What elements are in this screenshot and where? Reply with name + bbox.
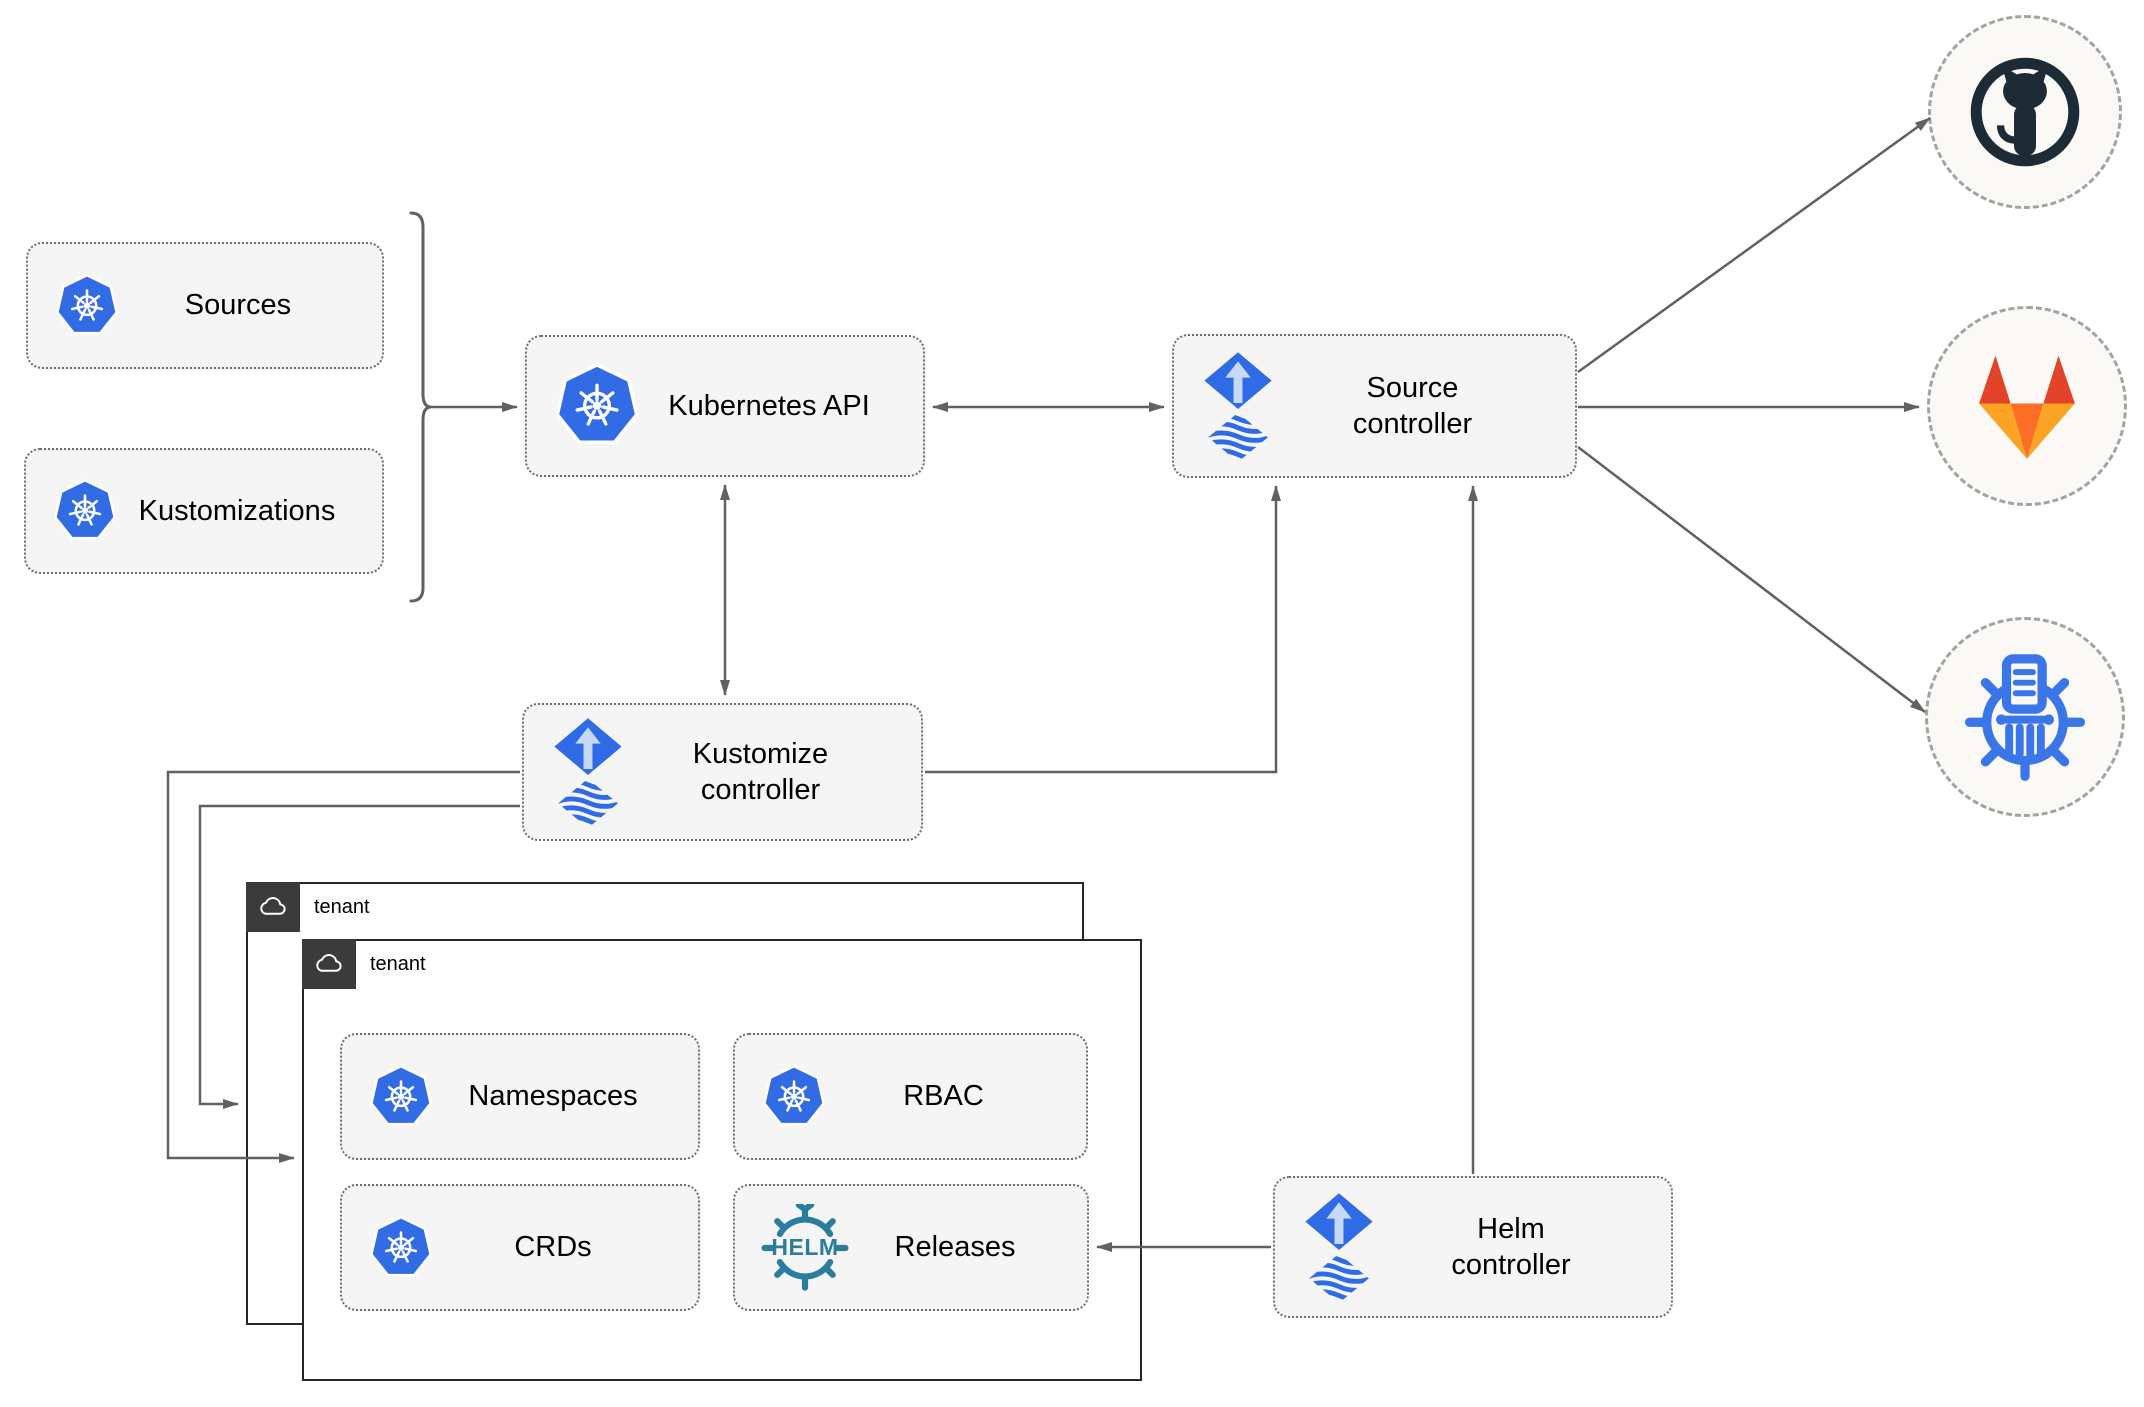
node-kustomize-controller: Kustomize controller bbox=[522, 703, 923, 841]
node-sources: Sources bbox=[26, 242, 384, 369]
node-source-controller: Source controller bbox=[1172, 334, 1577, 478]
flux-icon bbox=[1301, 1191, 1377, 1303]
node-label: RBAC bbox=[903, 1080, 984, 1113]
tenant-chip bbox=[246, 882, 300, 932]
gitlab-icon bbox=[1964, 348, 2090, 464]
flux-icon bbox=[550, 716, 626, 828]
kubernetes-icon bbox=[761, 1065, 827, 1129]
helm-logo-icon: HELM bbox=[761, 1204, 849, 1292]
tenant-chip bbox=[302, 939, 356, 989]
kubernetes-icon bbox=[553, 363, 641, 449]
tenant-label: tenant bbox=[314, 896, 370, 918]
github-icon bbox=[1964, 51, 2086, 173]
tenant-group-front: tenant bbox=[302, 939, 1142, 1381]
cloud-icon bbox=[313, 953, 345, 975]
node-label: Releases bbox=[894, 1231, 1016, 1264]
bracket-sources bbox=[409, 211, 432, 603]
arrow-kustomize-to-source bbox=[925, 485, 1281, 774]
cloud-icon bbox=[257, 896, 289, 918]
node-namespaces: Namespaces bbox=[340, 1033, 700, 1160]
kubernetes-icon bbox=[368, 1216, 434, 1280]
node-label: Kubernetes API bbox=[668, 389, 870, 422]
node-label: Kustomize controller bbox=[692, 737, 829, 806]
helm-logo-text: HELM bbox=[771, 1233, 839, 1260]
node-label: Kustomizations bbox=[138, 494, 336, 527]
endpoint-github bbox=[1928, 15, 2122, 209]
endpoint-chartmuseum bbox=[1925, 617, 2125, 817]
node-releases: HELM Releases bbox=[733, 1184, 1089, 1311]
kubernetes-icon bbox=[368, 1065, 434, 1129]
node-label: Sources bbox=[184, 289, 292, 322]
flux-icon bbox=[1200, 350, 1276, 462]
node-label: CRDs bbox=[514, 1231, 592, 1264]
chartmuseum-icon bbox=[1959, 651, 2091, 783]
node-rbac: RBAC bbox=[733, 1033, 1088, 1160]
node-kustomizations: Kustomizations bbox=[24, 448, 384, 574]
arrow-source-to-chartmuseum bbox=[1577, 446, 1926, 713]
kubernetes-icon bbox=[54, 274, 120, 338]
arrow-source-to-github bbox=[1577, 116, 1931, 374]
node-crds: CRDs bbox=[340, 1184, 700, 1311]
tenant-label: tenant bbox=[370, 953, 426, 975]
node-label: Namespaces bbox=[468, 1080, 638, 1113]
kubernetes-icon bbox=[52, 479, 118, 543]
node-helm-controller: Helm controller bbox=[1273, 1176, 1673, 1318]
node-label: Source controller bbox=[1352, 371, 1473, 440]
endpoint-gitlab bbox=[1927, 306, 2127, 506]
node-label: Helm controller bbox=[1451, 1212, 1571, 1281]
node-kubernetes-api: Kubernetes API bbox=[525, 335, 925, 477]
